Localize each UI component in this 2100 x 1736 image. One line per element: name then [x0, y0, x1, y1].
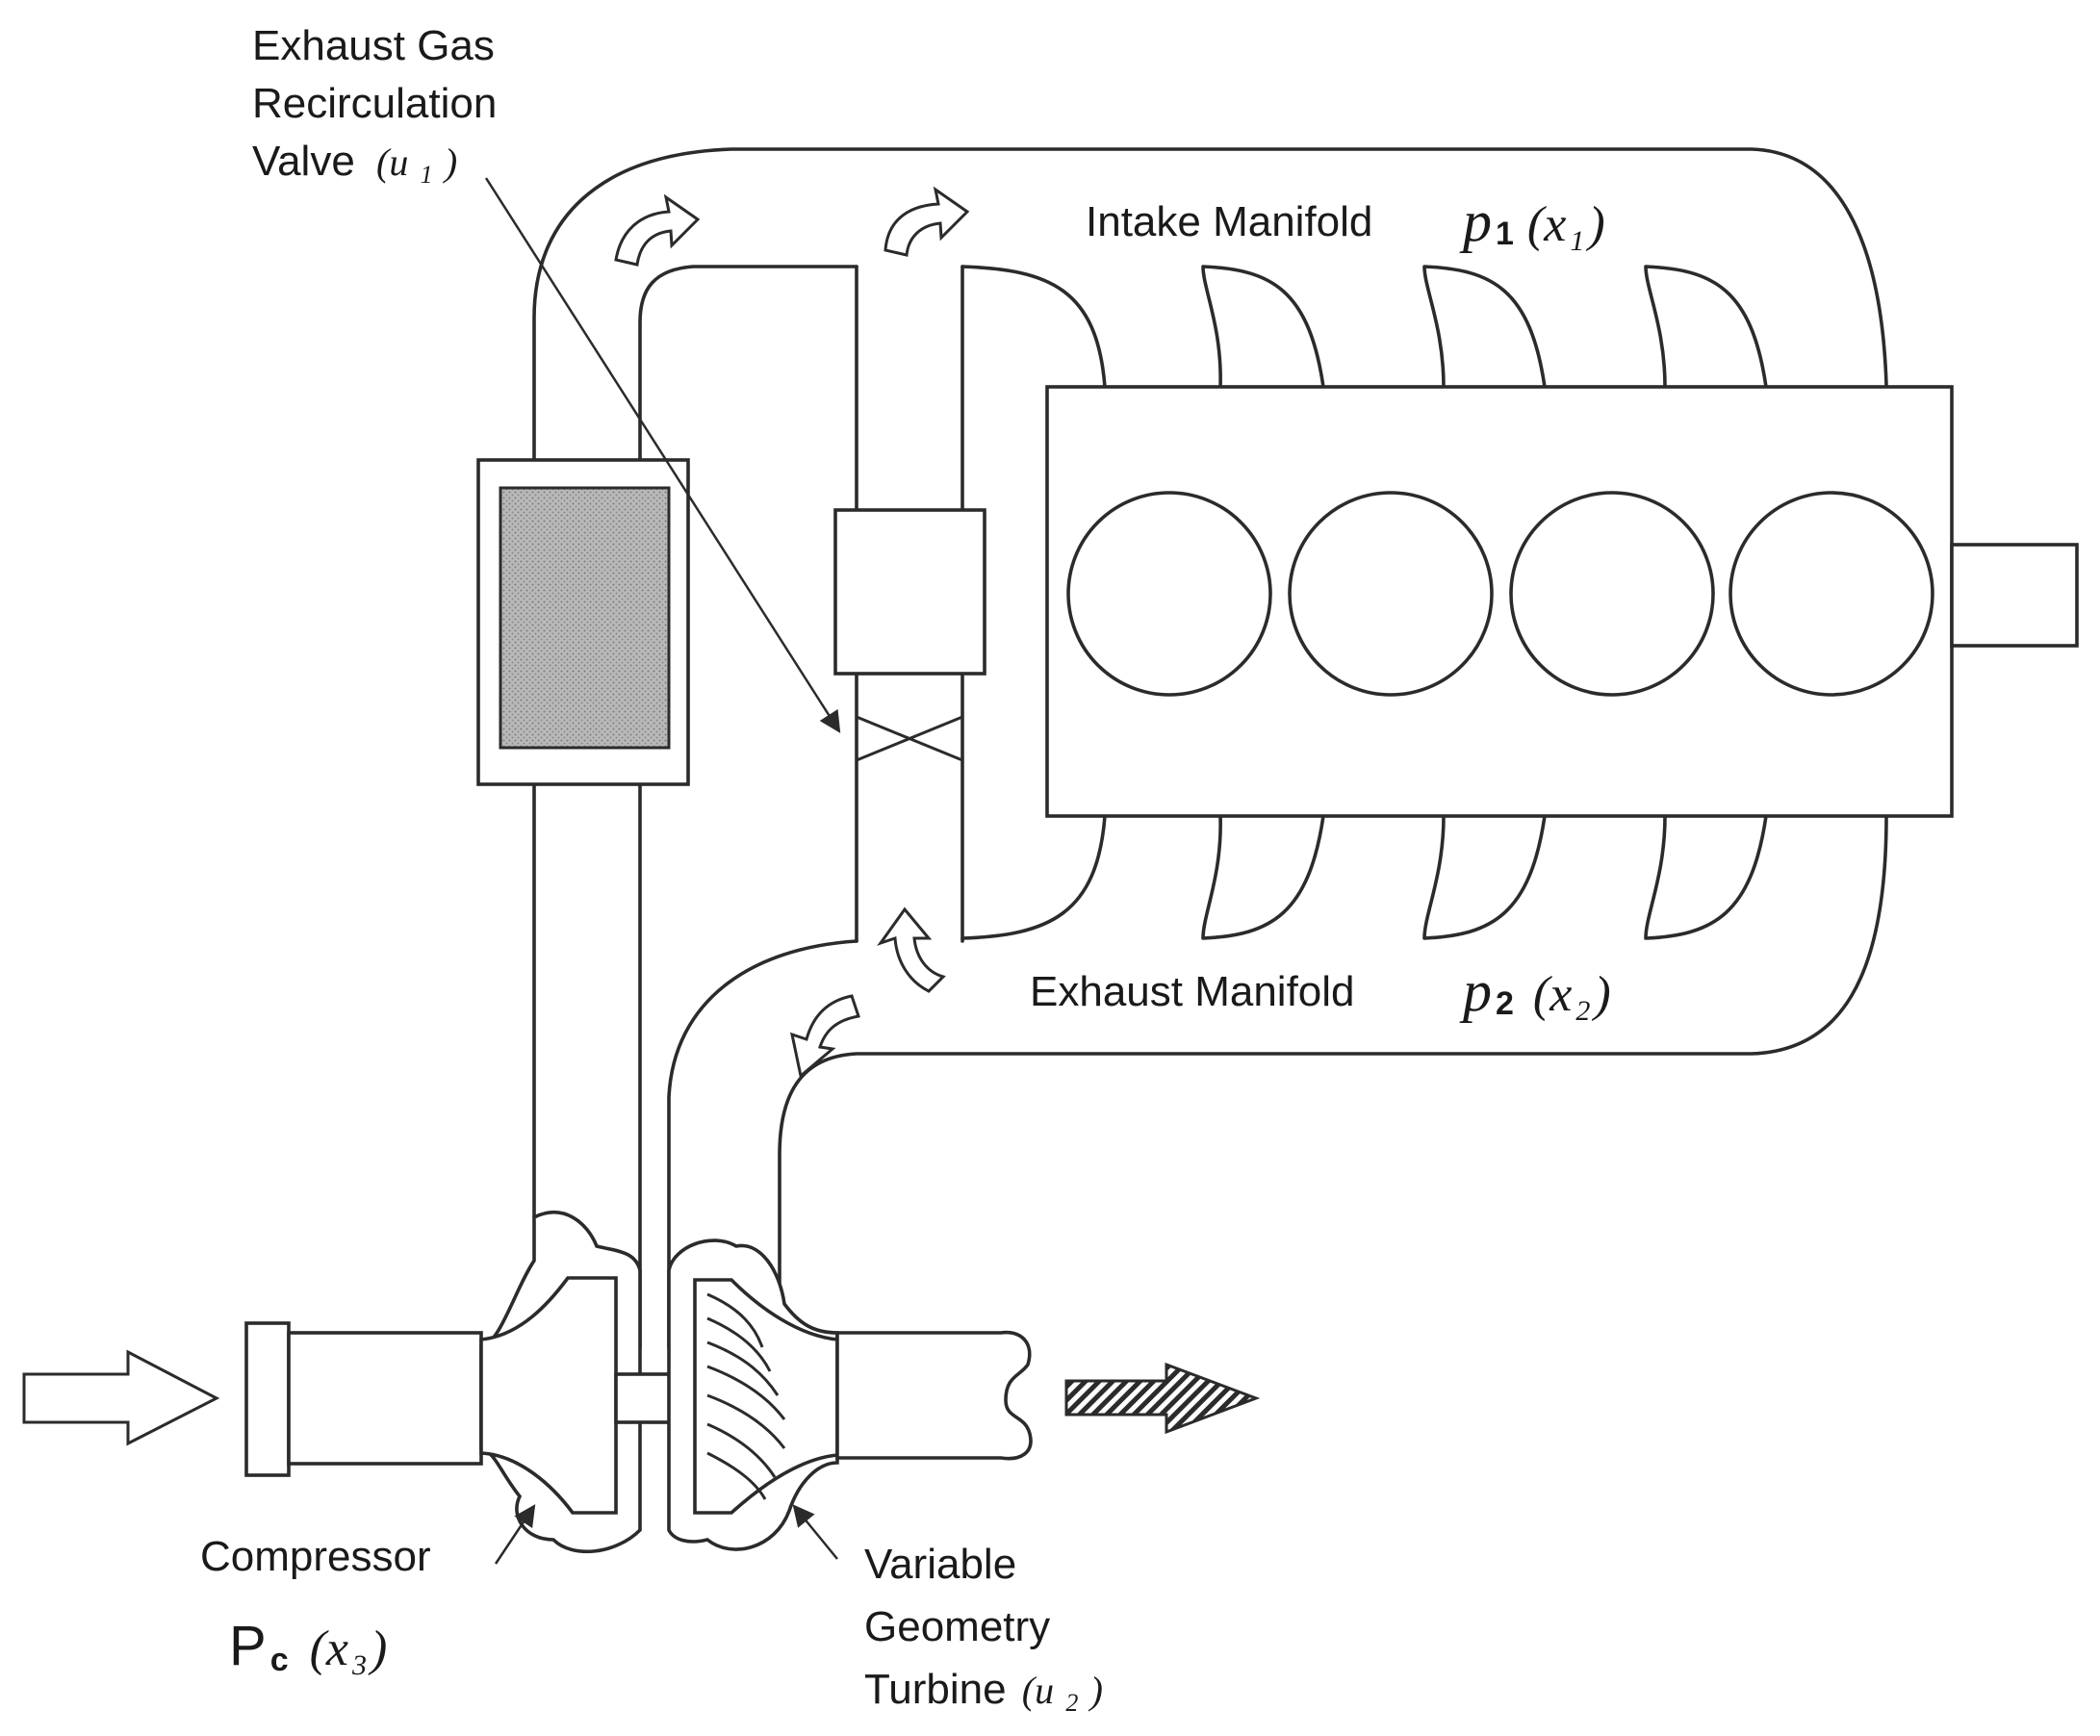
- intake-manifold-label: Intake Manifold p 1 (x 1 ): [1086, 190, 1605, 257]
- turbine-label-line3: Turbine (u 2 ): [864, 1666, 1103, 1721]
- egr-label-line1: Exhaust Gas: [252, 22, 495, 69]
- compressor-state-sub: 3: [351, 1649, 367, 1681]
- exhaust-runner-2: [1201, 814, 1325, 940]
- turbine-label-symbol: (u: [1022, 1669, 1054, 1712]
- exhaust-pressure-symbol: p: [1459, 959, 1492, 1023]
- exhaust-runner-3: [1422, 814, 1547, 940]
- egr-label-sub: 1: [421, 161, 433, 189]
- exhaust-runner-4: [1644, 814, 1768, 940]
- egr-valve-body: [833, 508, 986, 676]
- compressor-state-open: (x: [310, 1621, 348, 1676]
- egr-label-valve: Valve: [252, 138, 355, 185]
- intake-state-close: ): [1585, 197, 1604, 252]
- inlet-air-arrow: [22, 1349, 220, 1446]
- exhaust-state-close: ): [1591, 967, 1610, 1022]
- compressor-inlet-duct: [287, 1331, 483, 1466]
- turbine-label-turbine: Turbine: [864, 1666, 1007, 1713]
- exhaust-inner-pipe: [667, 939, 858, 1349]
- compressor-wheel: [479, 1276, 618, 1515]
- exhaust-state-open: (x: [1533, 967, 1572, 1022]
- exhaust-manifold-text: Exhaust Manifold: [1030, 968, 1355, 1015]
- egr-label-symbol: (u: [376, 140, 408, 184]
- egr-label-close: ): [443, 140, 457, 184]
- compressor-state: P c (x 3 ): [229, 1615, 387, 1681]
- flow-arrow-intake-top-left: [614, 193, 701, 267]
- compressor-state-close: ): [368, 1621, 387, 1676]
- intake-state-open: (x: [1527, 197, 1566, 252]
- flow-arrow-intake-top-right: [884, 186, 970, 257]
- exhaust-outlet-arrow: [1064, 1362, 1261, 1435]
- turbine-wheel: [693, 1278, 839, 1515]
- cylinder-4: [1729, 491, 1934, 697]
- turbine-label: Variable Geometry Turbine (u 2 ): [864, 1541, 1103, 1721]
- turbine-leader: [792, 1504, 838, 1560]
- cylinders: [1066, 491, 1934, 697]
- intake-manifold-text: Intake Manifold: [1086, 198, 1372, 245]
- egr-valve-butterfly: [856, 715, 963, 762]
- exhaust-runner-1: [960, 814, 1107, 940]
- intake-state-sub: 1: [1570, 225, 1584, 257]
- flow-arrow-exhaust-up: [877, 906, 946, 993]
- compressor-pressure-symbol: P: [229, 1615, 267, 1677]
- compressor-leader: [494, 1504, 536, 1565]
- turbine-outlet-duct: [835, 1330, 1033, 1461]
- intake-runner-3: [1422, 265, 1547, 389]
- exhaust-pressure-sub: 2: [1496, 985, 1514, 1022]
- intake-runner-4: [1644, 265, 1768, 389]
- engine-output-shaft: [1950, 543, 2079, 648]
- intercooler-core: [499, 486, 671, 750]
- cylinder-2: [1288, 491, 1494, 697]
- egr-valve-leader: [484, 177, 841, 733]
- intake-pressure-symbol: p: [1459, 190, 1492, 253]
- turbine-label-line1: Variable: [864, 1541, 1016, 1588]
- turbine-label-sub: 2: [1065, 1689, 1078, 1717]
- intake-inner-pipe: [638, 265, 858, 1349]
- compressor-text: Compressor: [200, 1533, 431, 1580]
- exhaust-state-sub: 2: [1575, 995, 1590, 1027]
- exhaust-manifold-state: p 2 (x 2 ): [1459, 959, 1611, 1027]
- turbine-label-close: ): [1088, 1669, 1103, 1712]
- egr-label-line2: Recirculation: [252, 80, 497, 127]
- exhaust-manifold-label: Exhaust Manifold p 2 (x 2 ): [1030, 959, 1611, 1027]
- flow-arrow-exhaust-down: [789, 994, 860, 1079]
- cylinder-3: [1509, 491, 1715, 697]
- exhaust-outer-pipe: [778, 814, 1888, 1344]
- egr-valve-label: Exhaust Gas Recirculation Valve (u 1 ): [252, 22, 497, 192]
- cylinder-1: [1066, 491, 1272, 697]
- turbine-vanes: [706, 1292, 786, 1500]
- compressor-pressure-sub: c: [270, 1642, 289, 1678]
- intake-outer-pipe: [532, 147, 1888, 1219]
- compressor-inlet-flange: [244, 1321, 291, 1477]
- egr-label-line3: Valve (u 1 ): [252, 138, 457, 192]
- compressor-label: Compressor P c (x 3 ): [200, 1533, 431, 1681]
- intake-manifold-state: p 1 (x 1 ): [1459, 190, 1605, 257]
- turbine-label-line2: Geometry: [864, 1603, 1050, 1650]
- intake-runner-1: [960, 265, 1107, 389]
- intake-runner-2: [1201, 265, 1325, 389]
- intake-pressure-sub: 1: [1496, 216, 1514, 252]
